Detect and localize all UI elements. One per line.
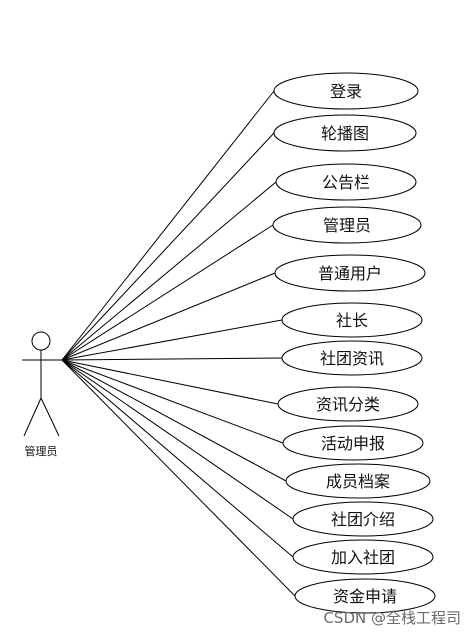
association-line (61, 359, 294, 520)
use-case-ellipse (281, 302, 423, 338)
actor-left-leg (23, 397, 42, 437)
actor-admin: 管理员 (22, 331, 62, 458)
use-case: 资金申请 (294, 578, 436, 614)
association-line (61, 359, 284, 444)
use-case-label: 公告栏 (322, 173, 370, 192)
association-line (61, 359, 294, 558)
association-line (61, 359, 279, 405)
use-cases: 登录轮播图公告栏管理员普通用户社长社团资讯资讯分类活动申报成员档案社团介绍加入社… (272, 72, 436, 614)
use-case-label: 轮播图 (321, 124, 369, 143)
association-line (61, 359, 287, 482)
use-case: 社团介绍 (292, 501, 434, 537)
use-case-ellipse (277, 386, 419, 422)
use-case-label: 社团资讯 (320, 349, 384, 368)
use-case-ellipse (273, 72, 419, 110)
use-case-ellipse (281, 340, 423, 376)
use-case-label: 资金申请 (333, 587, 397, 606)
use-case-ellipse (294, 578, 436, 614)
use-case-label: 活动申报 (321, 434, 385, 453)
use-case: 社长 (281, 302, 423, 338)
use-case-label: 社长 (336, 311, 368, 330)
use-case: 公告栏 (275, 163, 417, 201)
use-case: 资讯分类 (277, 386, 419, 422)
actor-head (31, 331, 51, 351)
use-case: 普通用户 (274, 254, 426, 292)
association-line (61, 181, 277, 361)
use-case: 成员档案 (285, 463, 431, 499)
association-lines (61, 90, 296, 597)
use-case-label: 登录 (330, 82, 362, 101)
watermark: CSDN @全栈工程司 (323, 609, 461, 627)
use-case: 轮播图 (273, 114, 417, 152)
use-case-ellipse (273, 114, 417, 152)
association-line (61, 132, 275, 361)
use-case-ellipse (274, 254, 426, 292)
use-case-ellipse (272, 206, 422, 244)
association-line (61, 357, 283, 361)
association-line (61, 224, 274, 361)
use-case-label: 管理员 (323, 216, 371, 235)
use-case-label: 成员档案 (326, 472, 390, 491)
use-case-label: 资讯分类 (316, 395, 380, 414)
use-case: 社团资讯 (281, 340, 423, 376)
use-case-ellipse (275, 163, 417, 201)
use-case: 加入社团 (292, 539, 434, 575)
use-case: 活动申报 (282, 425, 424, 461)
use-case: 登录 (273, 72, 419, 110)
use-case-ellipse (285, 463, 431, 499)
actor-right-leg (40, 397, 60, 437)
use-case-label: 普通用户 (318, 264, 382, 283)
association-line (61, 359, 296, 597)
use-case-ellipse (292, 501, 434, 537)
use-case-ellipse (292, 539, 434, 575)
association-line (61, 90, 275, 361)
use-case-label: 社团介绍 (331, 510, 395, 529)
use-case-ellipse (282, 425, 424, 461)
association-line (61, 319, 283, 361)
association-line (61, 272, 276, 361)
actor-label: 管理员 (25, 444, 58, 458)
use-case-label: 加入社团 (331, 548, 395, 567)
use-case: 管理员 (272, 206, 422, 244)
